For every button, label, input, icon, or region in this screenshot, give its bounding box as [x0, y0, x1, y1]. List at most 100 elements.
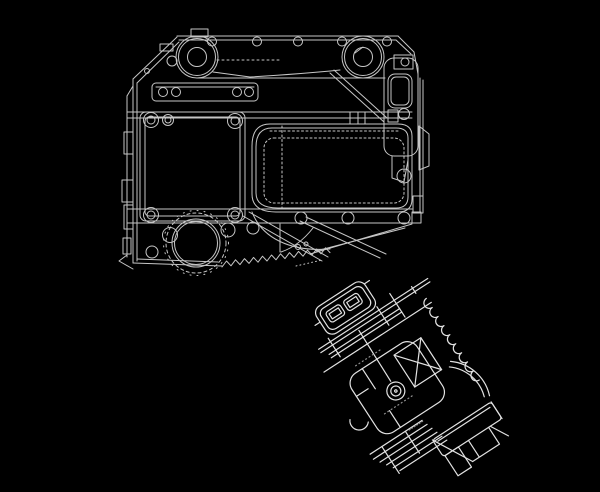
panel-bolt-ring — [228, 208, 243, 223]
drive-guard-diagonals — [222, 212, 412, 267]
bracket-outer — [312, 279, 378, 337]
roller-hub — [188, 48, 207, 67]
wall-step — [122, 180, 133, 202]
pan-outer — [252, 124, 412, 212]
bracket-diagonal-edge — [334, 70, 387, 118]
gear-body-box — [345, 333, 455, 439]
lower-bracket-cluster — [432, 402, 515, 477]
bracket-tab — [392, 156, 408, 182]
wall-step — [124, 132, 133, 154]
wall-step — [123, 238, 131, 254]
hatch-line — [400, 440, 447, 470]
hub-circles — [344, 379, 411, 434]
beam-bolt-hole — [338, 37, 347, 46]
cluster-block — [445, 447, 471, 476]
rail-hole — [398, 212, 410, 224]
guard-diagonal — [300, 221, 380, 258]
panel-bolt-ring — [144, 208, 159, 223]
wall-slant — [133, 37, 177, 79]
beam-tab — [191, 29, 208, 37]
pan-dashed-inset — [264, 138, 404, 203]
wall-slant — [137, 42, 179, 83]
roller-hub — [354, 48, 373, 67]
bracket-window-inner — [347, 296, 359, 307]
guard-diagonal — [316, 228, 405, 251]
small-hole — [145, 69, 150, 74]
rail-hole — [295, 212, 307, 224]
arc-fragment — [447, 352, 492, 405]
hub-outer — [383, 379, 408, 404]
roller-rim — [179, 39, 216, 76]
belt-edge — [213, 72, 250, 77]
roller-outer — [342, 36, 384, 78]
hatch-line — [370, 420, 422, 454]
scalloped-break-edge — [422, 298, 479, 382]
rail-end-tab — [412, 212, 421, 223]
flange-bolt-circle — [166, 213, 226, 273]
rotated-detail-view — [287, 248, 527, 492]
plate-hole — [159, 88, 168, 97]
bore-inner — [175, 222, 218, 265]
hub-inner — [389, 384, 403, 398]
panel-bolt-hole — [231, 117, 239, 125]
beam-corner — [396, 40, 411, 54]
rail-line — [321, 282, 430, 353]
x-brace-diagonal — [394, 338, 442, 387]
panel-bolt-hole — [165, 117, 171, 123]
wall-foot — [119, 255, 133, 269]
guard-diagonal — [306, 217, 386, 254]
flange-tick-ring — [164, 211, 229, 276]
panel-outline — [140, 112, 245, 221]
mounting-plate — [152, 83, 258, 101]
roller-rim — [345, 39, 382, 76]
beam-tab — [160, 44, 173, 51]
pan-right-strap — [419, 126, 429, 170]
main-assembly-view — [119, 29, 429, 276]
body-line — [345, 369, 400, 439]
hub-notch — [355, 47, 363, 53]
rail-line — [329, 309, 399, 355]
dotted-row — [356, 348, 383, 365]
cluster-bar — [432, 402, 502, 457]
cluster-inner-line — [438, 407, 490, 441]
hatch-line — [387, 432, 437, 465]
pan-inner — [256, 128, 408, 208]
beam-bolt-hole — [253, 37, 262, 46]
hatch-vertical — [382, 431, 423, 473]
bracket-window — [388, 74, 412, 108]
bracket-window — [343, 292, 364, 311]
serrated-bottom-edge — [222, 248, 330, 267]
guard-dotted-row — [296, 260, 322, 266]
pan-top-stub — [350, 112, 365, 124]
bracket-boss — [388, 110, 398, 122]
plate-hole — [172, 88, 181, 97]
guard-dot — [296, 245, 301, 250]
left-wall-edge — [119, 37, 222, 269]
rail-line — [324, 302, 431, 372]
beam-bolt-hole — [383, 37, 392, 46]
plate-hole — [233, 88, 242, 97]
bracket-window-inner — [391, 77, 409, 105]
flange-hole — [163, 228, 178, 243]
cluster-diagonal — [432, 402, 512, 474]
beam-corner — [398, 36, 418, 74]
bracket-top-box — [394, 55, 413, 69]
rail-line — [319, 278, 428, 349]
panel-bolt-ring — [163, 115, 174, 126]
belt-edge — [250, 70, 340, 77]
bracket-window — [325, 304, 346, 323]
bracket-housing — [384, 58, 418, 156]
beam-bolt-hole — [167, 56, 177, 66]
panel-inner — [145, 117, 240, 216]
hatch-line — [373, 424, 427, 459]
oil-pan-dashed-outline — [252, 112, 429, 212]
cluster-t-cutout — [462, 427, 500, 461]
guard-dot — [304, 242, 308, 246]
roller-outer — [176, 36, 218, 78]
guide-rails — [308, 272, 440, 372]
detail-dotted-marks — [354, 347, 429, 436]
rail-line — [331, 312, 401, 358]
side-cover-panel — [127, 112, 421, 224]
